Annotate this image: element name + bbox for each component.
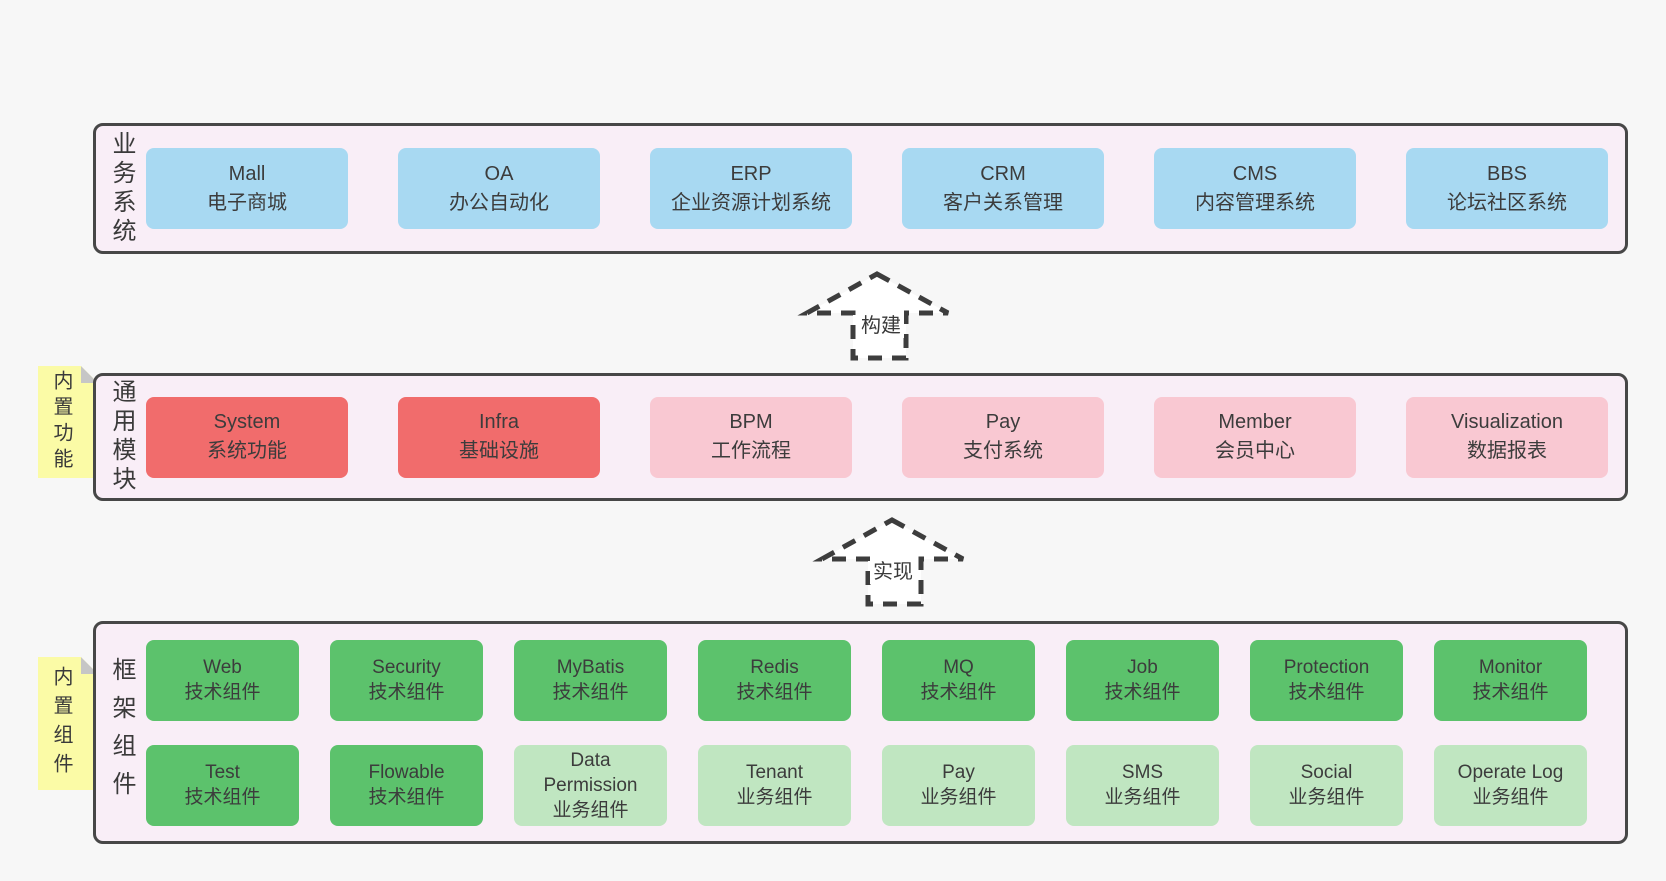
note-text: 内置功能: [50, 370, 72, 474]
box-title: CMS: [1232, 162, 1278, 185]
box-member: Member 会员中心: [1154, 396, 1356, 478]
box-title: System: [213, 411, 281, 433]
sticky-note-builtin-features: 内置功能: [38, 366, 98, 478]
business-box-row: Mall 电子商城 OA 办公自动化 ERP 企业资源计划系统 CRM 客户关系…: [146, 148, 1608, 229]
box-subtitle: 技术组件: [736, 682, 813, 703]
box-monitor: Monitor 技术组件: [1434, 639, 1587, 721]
box-bbs: BBS 论坛社区系统: [1406, 148, 1608, 229]
box-title: MQ: [943, 657, 974, 678]
box-subtitle: 办公自动化: [449, 191, 549, 214]
section-label: 业务系统: [108, 130, 135, 247]
box-flowable: Flowable 技术组件: [330, 744, 483, 826]
box-title: Redis: [750, 657, 799, 678]
section-label: 通用模块: [108, 379, 135, 495]
box-subtitle: 内容管理系统: [1195, 191, 1315, 214]
box-title: BPM: [729, 411, 773, 433]
box-mall: Mall 电子商城: [146, 148, 348, 229]
box-test: Test 技术组件: [146, 744, 299, 826]
box-title: Flowable: [368, 762, 445, 783]
box-bpm: BPM 工作流程: [650, 396, 852, 478]
box-title: Pay: [942, 762, 975, 783]
components-box-grid: Web 技术组件 Security 技术组件 MyBatis 技术组件 Redi…: [146, 639, 1587, 826]
box-title: ERP: [730, 162, 772, 185]
box-subtitle: 工作流程: [711, 440, 791, 462]
box-subtitle: 企业资源计划系统: [671, 191, 831, 214]
implement-arrow-label: 实现: [870, 555, 916, 584]
box-title: Protection: [1283, 657, 1370, 678]
box-mq: MQ 技术组件: [882, 639, 1035, 721]
box-title: Security: [372, 657, 441, 678]
box-job: Job 技术组件: [1066, 639, 1219, 721]
box-title: Operate Log: [1457, 762, 1564, 783]
box-title: Member: [1218, 411, 1292, 433]
box-title: BBS: [1486, 162, 1528, 185]
box-subtitle: 基础设施: [459, 440, 539, 462]
box-subtitle: 业务组件: [552, 799, 629, 821]
box-title: SMS: [1121, 762, 1164, 783]
box-subtitle: 业务组件: [736, 787, 813, 808]
box-title: Infra: [478, 411, 520, 433]
box-subtitle: 业务组件: [1104, 787, 1181, 808]
box-title: Social: [1300, 762, 1353, 783]
box-subtitle: 技术组件: [184, 682, 261, 703]
box-subtitle: 技术组件: [552, 682, 629, 703]
section-common-modules: 通用模块 System 系统功能 Infra 基础设施 BPM 工作流程 Pay…: [93, 373, 1628, 501]
box-title: MyBatis: [556, 657, 625, 678]
sticky-note-builtin-components: 内置组件: [38, 657, 98, 790]
box-subtitle: 技术组件: [368, 787, 445, 808]
box-subtitle: 业务组件: [1472, 787, 1549, 808]
box-subtitle: 技术组件: [1472, 682, 1549, 703]
box-title: OA: [484, 162, 514, 185]
box-system: System 系统功能: [146, 396, 348, 478]
box-cms: CMS 内容管理系统: [1154, 148, 1356, 229]
box-title: Visualization: [1451, 411, 1563, 433]
box-redis: Redis 技术组件: [698, 639, 851, 721]
box-subtitle: 业务组件: [920, 787, 997, 808]
box-crm: CRM 客户关系管理: [902, 148, 1104, 229]
box-visualization: Visualization 数据报表: [1406, 396, 1608, 478]
box-title: Data Permission: [543, 749, 638, 796]
box-web: Web 技术组件: [146, 639, 299, 721]
box-title: Pay: [985, 411, 1021, 433]
box-security: Security 技术组件: [330, 639, 483, 721]
box-operate-log: Operate Log 业务组件: [1434, 744, 1587, 826]
box-subtitle: 数据报表: [1467, 440, 1547, 462]
box-title: Mall: [228, 162, 266, 185]
box-social: Social 业务组件: [1250, 744, 1403, 826]
box-mybatis: MyBatis 技术组件: [514, 639, 667, 721]
box-pay-component: Pay 业务组件: [882, 744, 1035, 826]
box-data-permission: Data Permission 业务组件: [514, 744, 667, 826]
section-label: 框架组件: [108, 656, 135, 809]
box-subtitle: 技术组件: [184, 787, 261, 808]
box-subtitle: 业务组件: [1288, 787, 1365, 808]
box-subtitle: 电子商城: [207, 191, 287, 214]
box-subtitle: 会员中心: [1215, 440, 1295, 462]
box-tenant: Tenant 业务组件: [698, 744, 851, 826]
box-subtitle: 技术组件: [368, 682, 445, 703]
box-subtitle: 系统功能: [207, 440, 287, 462]
box-subtitle: 技术组件: [1104, 682, 1181, 703]
box-protection: Protection 技术组件: [1250, 639, 1403, 721]
box-title: Web: [203, 657, 242, 678]
box-sms: SMS 业务组件: [1066, 744, 1219, 826]
box-subtitle: 技术组件: [920, 682, 997, 703]
box-subtitle: 支付系统: [963, 440, 1043, 462]
box-title: Monitor: [1478, 657, 1543, 678]
box-title: Test: [205, 762, 240, 783]
box-subtitle: 论坛社区系统: [1447, 191, 1567, 214]
box-erp: ERP 企业资源计划系统: [650, 148, 852, 229]
box-pay-system: Pay 支付系统: [902, 396, 1104, 478]
box-title: Tenant: [745, 762, 804, 783]
box-subtitle: 客户关系管理: [943, 191, 1063, 214]
box-title: CRM: [980, 162, 1026, 185]
build-arrow-label: 构建: [858, 309, 904, 338]
modules-box-row: System 系统功能 Infra 基础设施 BPM 工作流程 Pay 支付系统…: [146, 396, 1608, 478]
box-infra: Infra 基础设施: [398, 396, 600, 478]
box-oa: OA 办公自动化: [398, 148, 600, 229]
box-title: Job: [1127, 657, 1158, 678]
section-business-systems: 业务系统 Mall 电子商城 OA 办公自动化 ERP 企业资源计划系统 CRM…: [93, 123, 1628, 254]
box-subtitle: 技术组件: [1288, 682, 1365, 703]
section-framework-components: 框架组件 Web 技术组件 Security 技术组件 MyBatis 技术组件…: [93, 621, 1628, 844]
note-text: 内置组件: [50, 665, 72, 782]
